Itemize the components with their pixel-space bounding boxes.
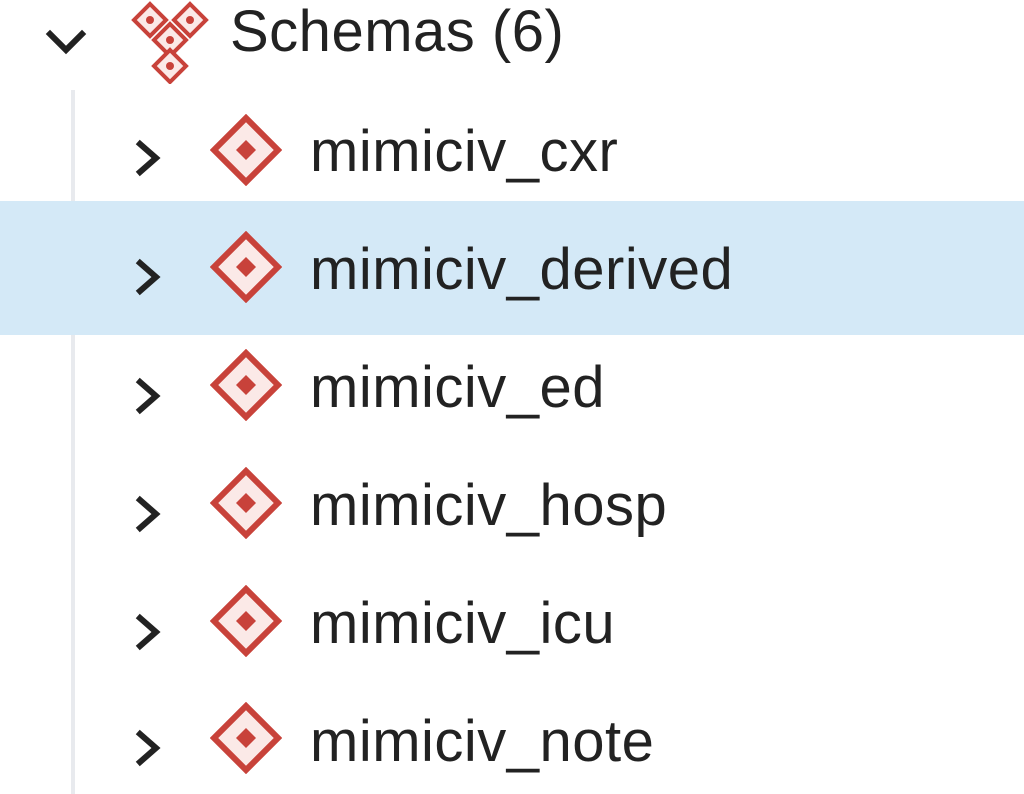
tree-node-schema[interactable]: mimiciv_derived [0,201,1024,335]
tree-node-label: mimiciv_hosp [310,473,668,538]
tree-node-schema[interactable]: mimiciv_hosp [0,444,1024,562]
schema-icon [210,114,282,186]
chevron-right-icon[interactable] [128,728,168,768]
tree-node-label: mimiciv_cxr [310,119,619,184]
chevron-right-icon[interactable] [128,257,168,297]
chevron-right-icon[interactable] [128,376,168,416]
chevron-down-icon[interactable] [44,20,88,64]
tree-node-schema[interactable]: mimiciv_icu [0,562,1024,680]
chevron-right-icon[interactable] [128,612,168,652]
chevron-right-icon[interactable] [128,138,168,178]
tree-node-label: mimiciv_ed [310,355,606,420]
schema-icon [210,349,282,421]
tree-node-schema[interactable]: mimiciv_cxr [0,90,1024,208]
schema-icon [210,467,282,539]
chevron-right-icon[interactable] [128,494,168,534]
tree-node-label: mimiciv_derived [310,237,734,302]
tree-node-label: Schemas (6) [230,0,565,64]
tree-node-label: mimiciv_note [310,709,655,774]
schema-icon [210,231,282,303]
tree-node-label: mimiciv_icu [310,591,616,656]
schema-icon [210,585,282,657]
tree-node-schema[interactable]: mimiciv_ed [0,326,1024,444]
tree-node-schema[interactable]: mimiciv_note [0,676,1024,794]
schemas-icon [128,0,212,84]
tree-node-schemas[interactable]: Schemas (6) [0,0,1024,88]
tree-guide-line [71,90,75,794]
schema-icon [210,702,282,774]
